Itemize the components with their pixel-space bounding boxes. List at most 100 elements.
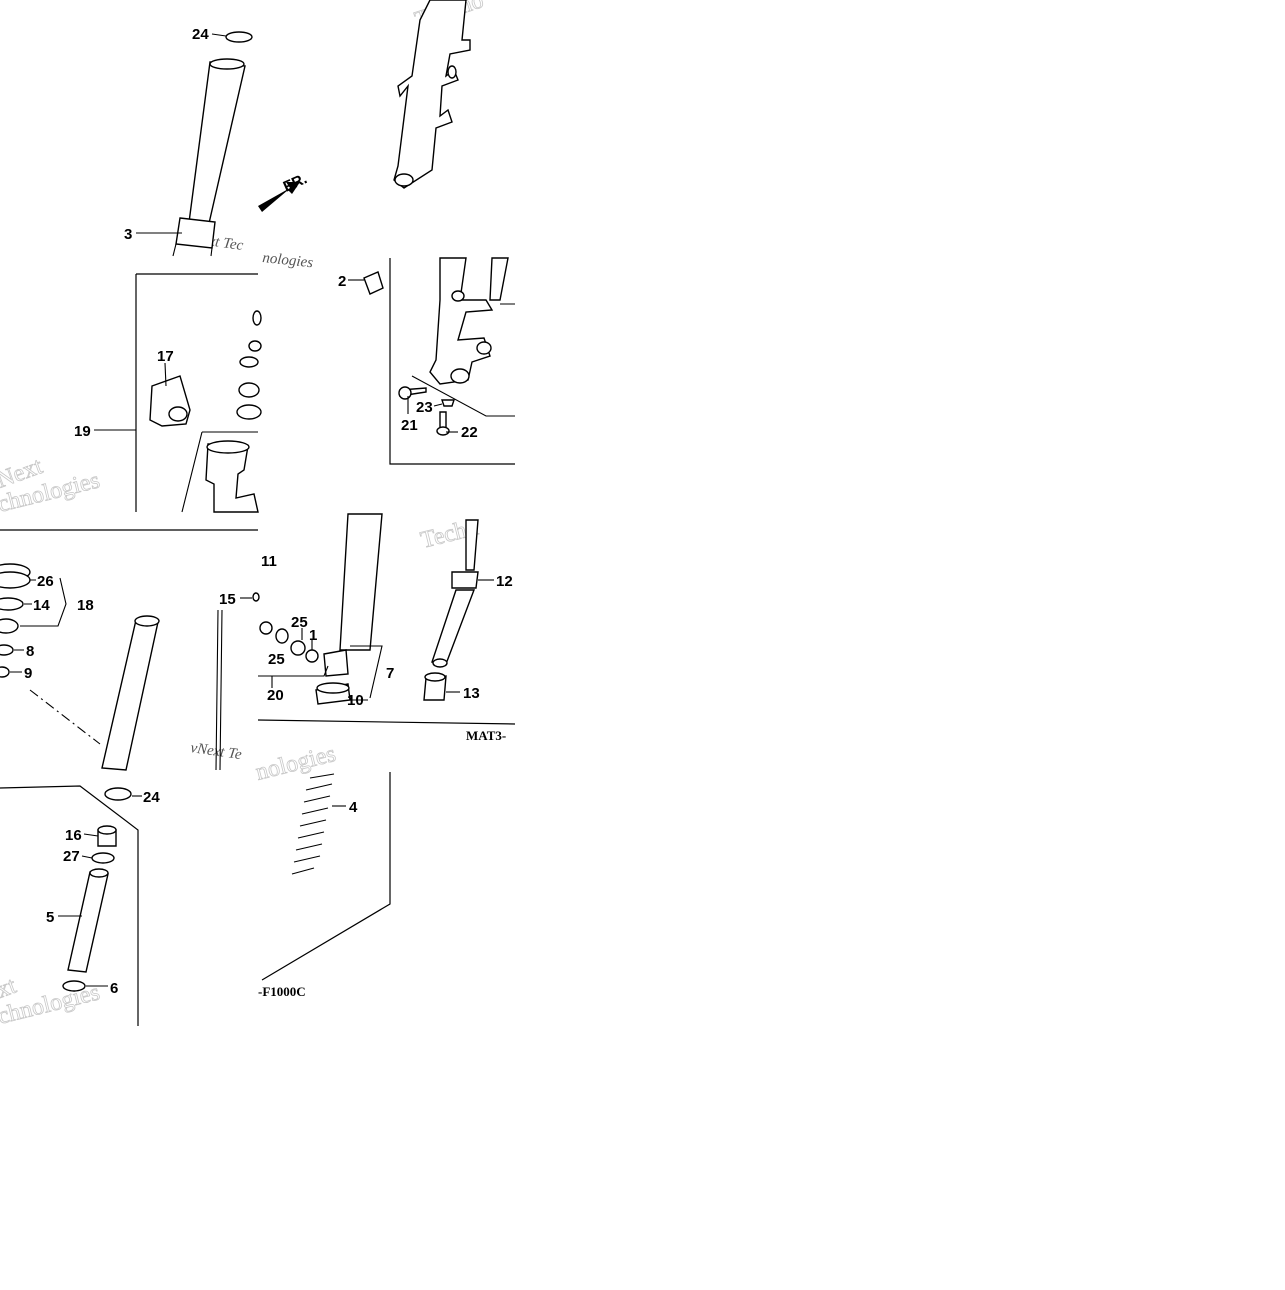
part-label-5: 5 [46,909,54,926]
mount-boss [447,65,457,79]
tile-lower-right: 7 10 25 25 1 20 12 13 MAT3- [257,513,516,743]
tile-middle-left: 17 19 [74,273,262,513]
part-label-13: 13 [463,685,480,702]
tile-lower-left: 26 14 18 8 9 15 11 [0,529,277,771]
bolt-top [97,825,117,835]
leader-line [83,833,99,837]
part-label-10: 10 [347,692,364,709]
spacer-part [67,871,109,973]
axle-boss [450,368,470,384]
mount-boss [451,290,465,302]
part-label-27: 27 [63,848,80,865]
fork-tube-part [187,61,246,233]
fork-tube-top [209,58,245,70]
screw-head [436,426,450,436]
part-label-7: 7 [386,665,394,682]
slider-part [429,257,494,385]
part-label-20: 20 [267,687,284,704]
seal-part [0,571,31,589]
part-label-17: 17 [157,348,174,365]
diagram-code-left: MAT3- [466,728,506,743]
washer-part [441,399,455,407]
ring-part [0,597,24,611]
leader-line [10,577,67,673]
pin-part [252,592,260,602]
tube-bottom [323,649,349,677]
rebound-spring [451,571,479,589]
part-label-24: 24 [192,26,209,43]
part-label-19: 19 [74,423,91,440]
slider-part [489,257,509,301]
washer-part [0,644,14,656]
slider-top [206,440,250,454]
part-label-24b: 24 [143,789,160,806]
seal-ring [238,382,260,398]
fork-tube-part [101,619,159,771]
part-label-23: 23 [416,399,433,416]
damper-rod [215,609,223,771]
watermark: nologies [262,250,314,271]
spacer-top [89,868,109,878]
bolt-head [398,386,412,400]
slider-part [205,443,259,513]
bushing-part [0,618,19,634]
part-label-14: 14 [33,597,50,614]
fork-spring-part [291,773,335,875]
part-label-1: 1 [309,627,317,644]
bushing-top [316,682,350,694]
seal-ring [248,340,262,352]
tile-middle-right: 2 21 23 22 [338,257,515,465]
part-label-2: 2 [338,273,346,290]
part-label-3: 3 [124,226,132,243]
frame-line [0,785,139,1026]
tile-top-right [393,0,471,189]
diagram-code-right: -F1000C [258,984,306,999]
frame-line [257,719,516,725]
seal-ring [236,404,262,420]
frame-line [181,431,258,513]
direction-label: FR. [281,170,310,195]
cylinder-end [432,658,448,668]
tile-bottom-right: 4 -F1000C [258,772,391,999]
damper-rod-part [465,519,479,571]
seal-ring [252,310,262,326]
part-label-9: 9 [24,665,32,682]
frame-line [389,258,515,465]
piece-top [424,672,446,682]
tile-top-left: FR. 24 3 [124,26,310,257]
tube-edge [172,243,213,257]
washer-part [275,628,289,644]
part-label-18: 18 [77,597,94,614]
watermark: nologies [253,741,338,786]
damper-cylinder-part [431,589,476,665]
washer-part [0,666,10,678]
tile-bottom-left: 24 16 27 5 6 [0,785,160,1026]
fork-tube-top [134,615,160,627]
part-label-25b: 25 [268,651,285,668]
circlip-part [225,31,253,43]
part-label-26: 26 [37,573,54,590]
axle-boss [394,173,414,187]
part-label-25a: 25 [291,614,308,631]
leader-line [211,33,227,37]
part-label-11: 11 [261,553,277,570]
screw-part [439,411,447,429]
washer-part [259,621,273,635]
seal-ring [239,356,259,368]
part-label-16: 16 [65,827,82,844]
part-label-12: 12 [496,573,513,590]
frame-line [261,772,391,981]
guard-hole [168,406,188,422]
fork-tube-part [339,513,383,651]
washer-part [290,640,306,656]
front-arrow-icon [258,182,300,212]
leader-line [164,362,167,387]
leader-line [258,628,329,677]
frame-line [411,303,515,417]
part-label-4: 4 [349,799,358,816]
part-label-6: 6 [110,980,118,997]
part-label-15: 15 [219,591,236,608]
part-label-22: 22 [461,424,478,441]
mount-boss [476,341,492,355]
